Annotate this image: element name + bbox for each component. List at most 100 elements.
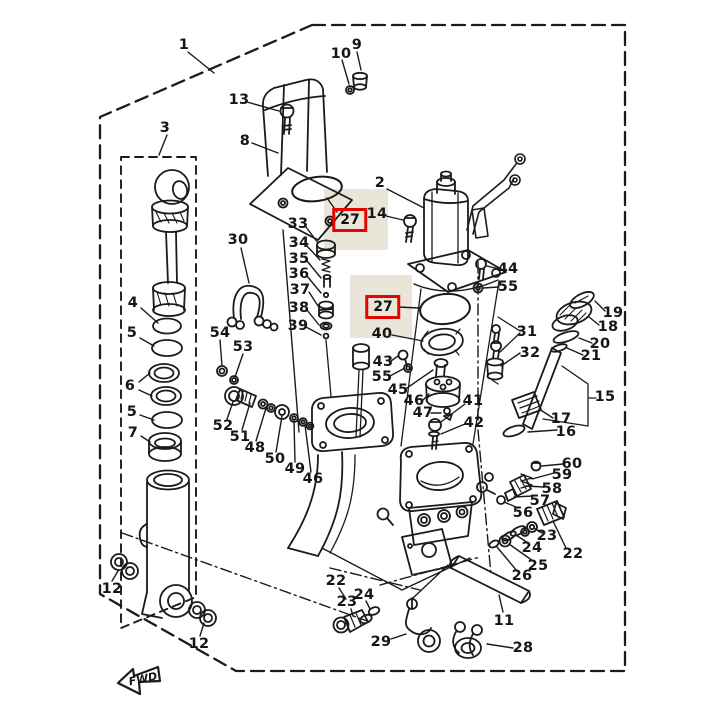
part-callout-56: 56 [512, 504, 534, 521]
part-callout-12: 12 [188, 635, 210, 652]
bolt-41-42 [428, 418, 442, 450]
part-callout-45: 45 [387, 381, 409, 398]
part-callout-7: 7 [127, 424, 139, 441]
part-callout-53: 53 [232, 338, 254, 355]
part-callout-15: 15 [594, 388, 616, 405]
part-callout-8: 8 [239, 132, 251, 149]
bolt-14 [403, 214, 417, 243]
outer-dashed-border [98, 23, 627, 673]
part-callout-46: 46 [302, 470, 324, 487]
part-callout-17: 17 [550, 410, 572, 427]
part-callout-48: 48 [244, 439, 266, 456]
valve-column-33-39 [316, 239, 336, 397]
part-callout-21: 21 [580, 347, 602, 364]
valve-cluster-left [332, 606, 381, 634]
part-callout-11: 11 [493, 612, 515, 629]
part-callout-55: 55 [371, 368, 393, 385]
part-callout-29: 29 [370, 633, 392, 650]
o-ring-27a [291, 175, 343, 203]
washer-10 [345, 85, 355, 95]
motor-wires [466, 153, 526, 239]
parts-43-55b [397, 349, 413, 373]
part-callout-5: 5 [126, 324, 138, 341]
main-flange [321, 442, 496, 599]
part-callout-54: 54 [209, 324, 231, 341]
parts-53-54 [216, 365, 239, 385]
part-callout-34: 34 [288, 234, 310, 251]
part-callout-16: 16 [555, 423, 577, 440]
part-callout-28: 28 [512, 639, 534, 656]
long-valve-pin [352, 343, 370, 438]
part-callout-19: 19 [602, 304, 624, 321]
part-callout-37: 37 [289, 281, 311, 298]
left-manifold [287, 392, 394, 557]
bolt-13 [279, 103, 295, 135]
highlighted-part-callout-27[interactable]: 27 [365, 295, 401, 319]
part-callout-55: 55 [497, 278, 519, 295]
bolts-31-32 [486, 316, 521, 385]
part-callout-31: 31 [516, 323, 538, 340]
screw-9 [352, 71, 368, 91]
part-callout-43: 43 [372, 353, 394, 370]
part-callout-14: 14 [366, 205, 388, 222]
part-callout-41: 41 [462, 392, 484, 409]
part-callout-60: 60 [561, 455, 583, 472]
part-callout-44: 44 [497, 260, 519, 277]
part-callout-59: 59 [551, 466, 573, 483]
part-callout-58: 58 [541, 480, 563, 497]
part-callout-12: 12 [101, 580, 123, 597]
valve-cluster-52-46 [224, 386, 315, 431]
part-callout-22: 22 [325, 572, 347, 589]
hose-29 [404, 597, 441, 653]
part-callout-40: 40 [371, 325, 393, 342]
part-callout-47: 47 [412, 404, 434, 421]
reservoir-assembly [249, 71, 368, 433]
leader-lines [111, 51, 606, 649]
hose-28 [452, 621, 483, 659]
bushing-12b [188, 601, 217, 627]
part-callout-49: 49 [284, 460, 306, 477]
part-callout-13: 13 [228, 91, 250, 108]
bolt-44 [475, 258, 487, 280]
part-callout-39: 39 [287, 317, 309, 334]
part-callout-32: 32 [519, 344, 541, 361]
gear-pump-45-47 [425, 358, 461, 421]
part-callout-4: 4 [127, 294, 139, 311]
tilt-cylinder-assembly [110, 169, 217, 627]
part-callout-3: 3 [159, 119, 171, 136]
part-callout-51: 51 [229, 428, 251, 445]
part-callout-9: 9 [351, 36, 363, 53]
part-callout-26: 26 [511, 567, 533, 584]
part-callout-10: 10 [330, 45, 352, 62]
part-callout-5: 5 [126, 403, 138, 420]
part-callout-50: 50 [264, 450, 286, 467]
part-callout-57: 57 [529, 492, 551, 509]
part-callout-1: 1 [178, 36, 190, 53]
part-callout-33: 33 [287, 215, 309, 232]
part-callout-42: 42 [463, 414, 485, 431]
gear-cluster [550, 291, 595, 353]
part-callout-18: 18 [597, 318, 619, 335]
bracket-30 [226, 284, 279, 332]
tilt-shaft-assembly [502, 347, 597, 438]
o-ring-27b [419, 292, 471, 326]
highlighted-part-callout-27[interactable]: 27 [332, 208, 368, 232]
seal-40 [420, 327, 464, 357]
part-callout-52: 52 [212, 417, 234, 434]
part-callout-30: 30 [227, 231, 249, 248]
part3-dashed-border [120, 156, 197, 629]
rod-11 [449, 555, 531, 604]
part-callout-36: 36 [288, 265, 310, 282]
part-callout-23: 23 [336, 593, 358, 610]
part-callout-46: 46 [403, 392, 425, 409]
bushing-12a [110, 553, 139, 580]
motor-assembly [400, 153, 526, 447]
part-callout-6: 6 [124, 377, 136, 394]
part-callout-25: 25 [527, 557, 549, 574]
part-callout-22: 22 [562, 545, 584, 562]
part-callout-2: 2 [374, 174, 386, 191]
valve-cluster-right [488, 500, 567, 549]
part-callout-24: 24 [521, 539, 543, 556]
